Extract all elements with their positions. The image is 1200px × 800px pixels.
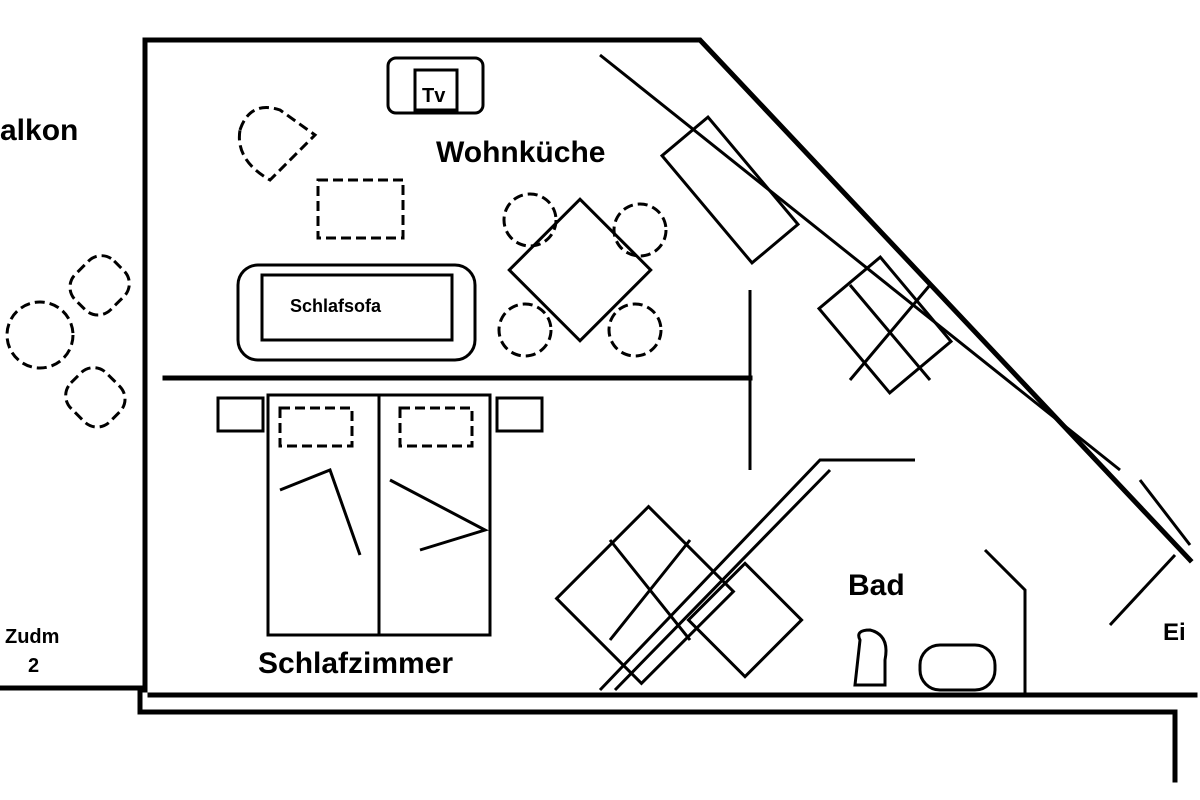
room-label-wohnkueche: Wohnküche (436, 136, 605, 169)
walls (0, 37, 1198, 783)
room-label-bad: Bad (848, 569, 905, 602)
bedroom-furniture (216, 393, 544, 637)
bathroom-fixtures (554, 458, 997, 692)
room-label-eingang: Ei (1163, 619, 1186, 646)
tv-icon: Tv (422, 85, 446, 107)
room-label-zimmer-number: 2 (28, 655, 39, 677)
room-label-schlafzimmer: Schlafzimmer (258, 647, 453, 680)
label-schlafsofa: Schlafsofa (290, 296, 382, 316)
balcony-furniture (5, 254, 131, 429)
room-label-balkon: alkon (0, 114, 78, 147)
living-furniture (236, 56, 954, 395)
room-label-zimmer: Zudm (5, 626, 59, 648)
